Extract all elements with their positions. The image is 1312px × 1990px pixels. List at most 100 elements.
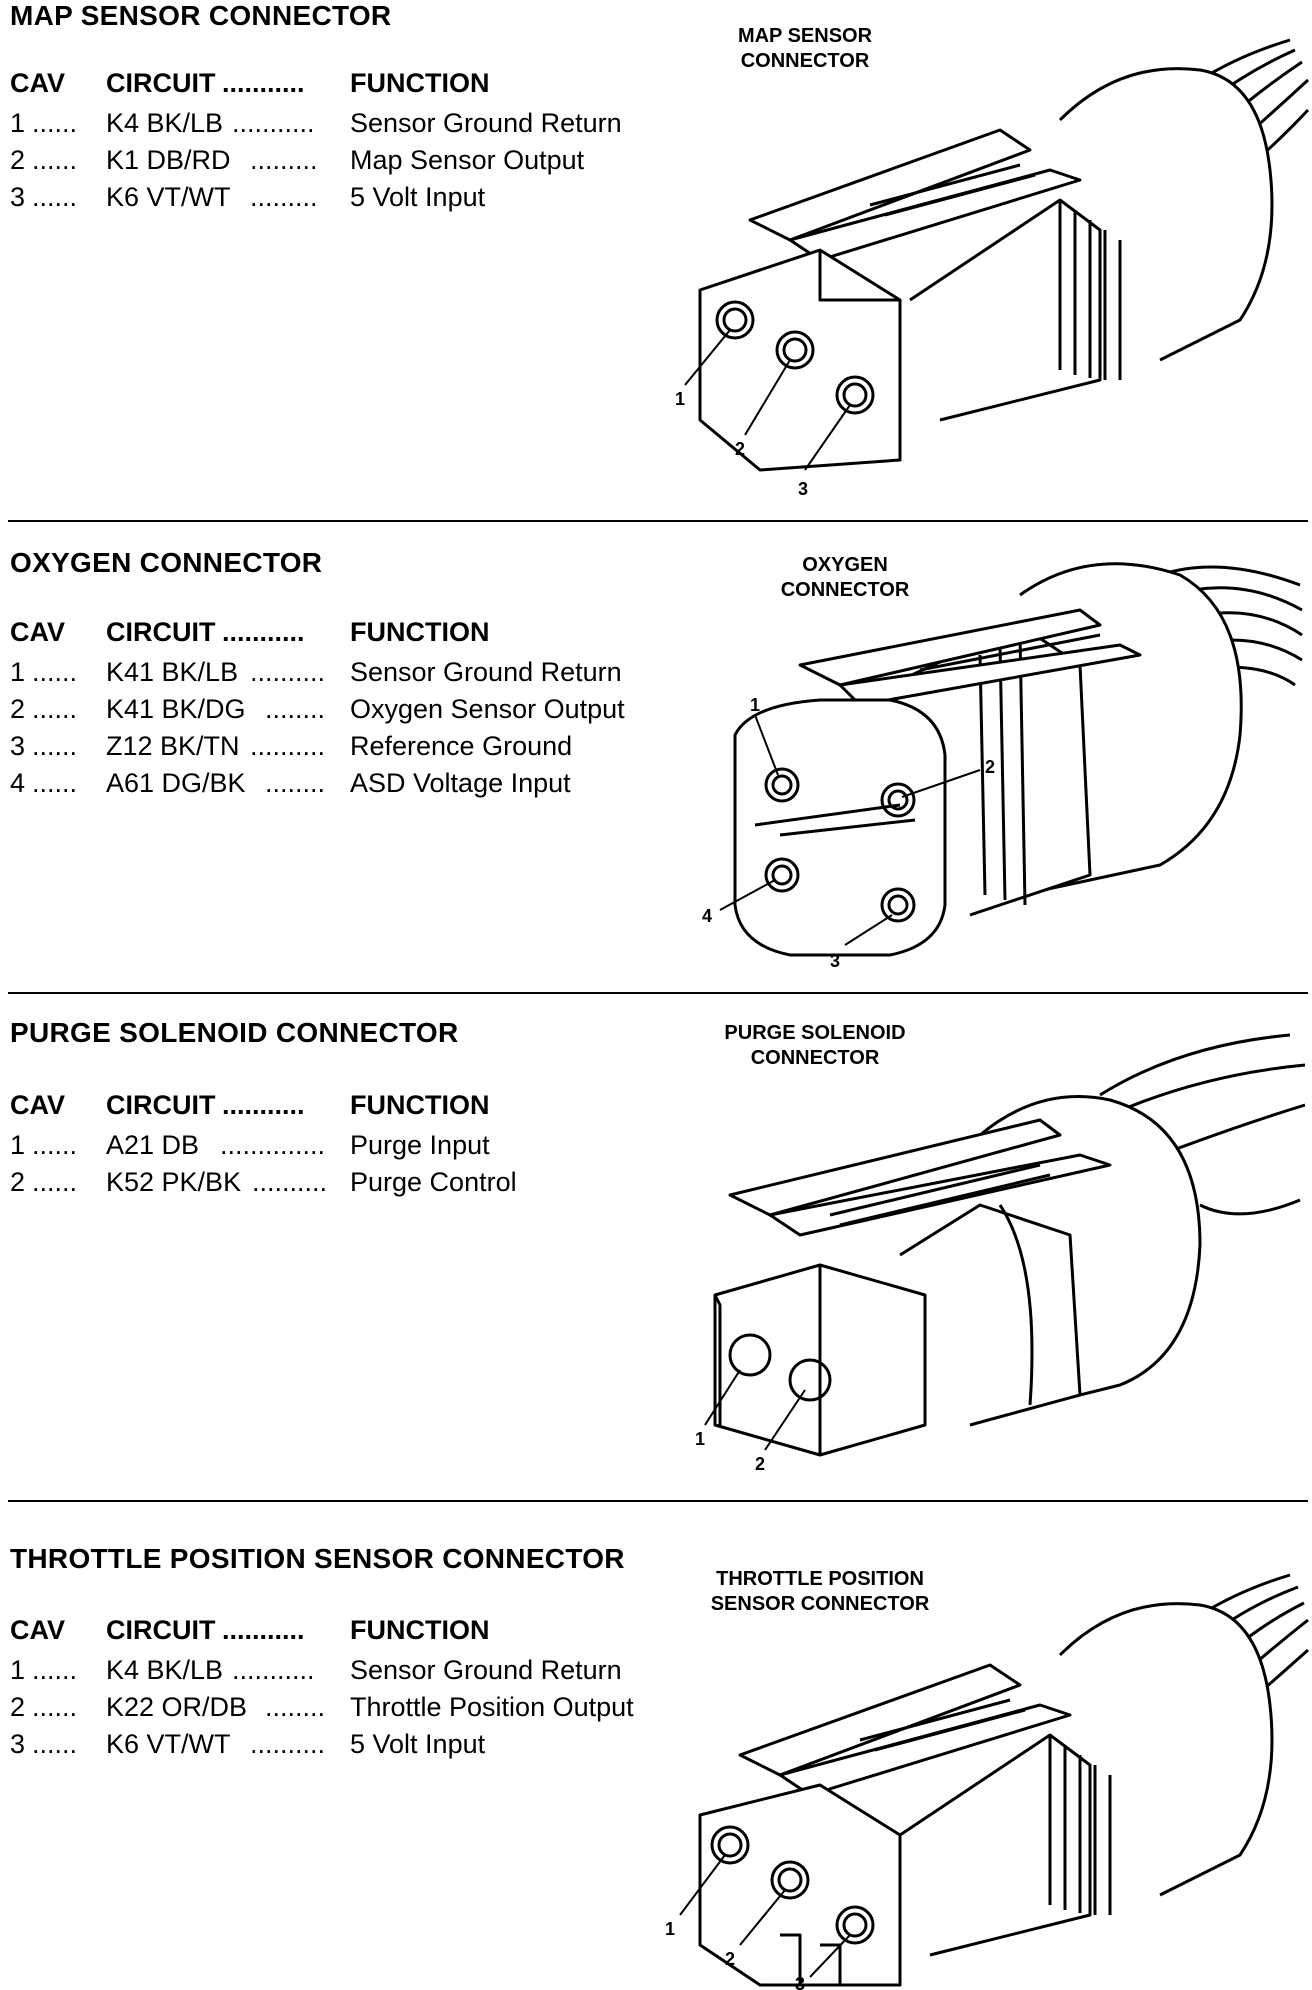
pin-leader xyxy=(764,1389,806,1451)
function-text: Purge Control xyxy=(350,1167,517,1197)
cavity-1 xyxy=(764,767,800,803)
leader-dots: ........... xyxy=(222,1090,305,1120)
function-text: Reference Ground xyxy=(350,731,573,761)
circuit-code: K41 BK/DG xyxy=(106,694,246,724)
section-divider xyxy=(8,520,1308,522)
leader-dots: ...... xyxy=(32,731,78,761)
oxygen-section: OXYGEN CONNECTOR CAV CIRCUIT ...........… xyxy=(0,535,1312,985)
leader-dots: ........... xyxy=(222,68,305,98)
circuit-code: A21 DB xyxy=(106,1130,200,1160)
leader-dots: ...... xyxy=(32,694,78,724)
cav-number: 3 xyxy=(10,182,26,212)
function-text: 5 Volt Input xyxy=(350,1729,486,1759)
function-text: Purge Input xyxy=(350,1130,490,1160)
function-text: 5 Volt Input xyxy=(350,182,486,212)
cav-number: 2 xyxy=(10,1692,26,1722)
pin-leader xyxy=(739,1889,786,1946)
cavity-1 xyxy=(710,1825,750,1865)
circuit-code: K4 BK/LB xyxy=(106,108,224,138)
connector-illustration: 1 2 3 4 xyxy=(702,562,1303,971)
leader-dots: ...... xyxy=(32,1655,78,1685)
map-sensor-connector-diagram: MAP SENSOR CONNECTOR xyxy=(640,0,1312,510)
cav-number: 1 xyxy=(10,1130,26,1160)
section-title: THROTTLE POSITION SENSOR CONNECTOR xyxy=(10,1543,625,1574)
leader-dots: ...... xyxy=(32,145,78,175)
leader-dots: ...... xyxy=(32,1729,78,1759)
header-function: FUNCTION xyxy=(350,68,490,98)
cavity-2 xyxy=(880,782,916,818)
circuit-code: K4 BK/LB xyxy=(106,1655,224,1685)
function-text: Throttle Position Output xyxy=(350,1692,634,1722)
pin-leader xyxy=(754,714,779,776)
cavity-1 xyxy=(715,300,755,340)
cavity-3 xyxy=(835,1905,875,1945)
section-divider xyxy=(8,992,1308,994)
leader-dots: ........... xyxy=(222,1615,305,1645)
circuit-code: K52 PK/BK xyxy=(106,1167,242,1197)
leader-dots: .......... xyxy=(252,1167,328,1197)
header-cav: CAV xyxy=(10,68,66,98)
pin-leader xyxy=(804,404,851,471)
header-circuit: CIRCUIT xyxy=(106,68,216,98)
leader-dots: ........ xyxy=(265,694,326,724)
pin-label: 2 xyxy=(725,1949,735,1969)
pin-label: 3 xyxy=(795,1974,805,1990)
wire xyxy=(1099,1033,1291,1097)
pin-leader xyxy=(684,329,731,386)
cav-number: 3 xyxy=(10,1729,26,1759)
section-title: OXYGEN CONNECTOR xyxy=(10,547,323,578)
locking-tab xyxy=(738,1663,1022,1777)
circuit-code: K1 DB/RD xyxy=(106,145,231,175)
header-function: FUNCTION xyxy=(350,1090,490,1120)
pin-label: 1 xyxy=(695,1429,705,1449)
leader-dots: ...... xyxy=(32,108,78,138)
cav-number: 2 xyxy=(10,1167,26,1197)
circuit-code: A61 DG/BK xyxy=(106,768,246,798)
header-cav: CAV xyxy=(10,1615,66,1645)
connector-body xyxy=(1058,1602,1274,1897)
circuit-code: K6 VT/WT xyxy=(106,182,231,212)
purge-solenoid-section: PURGE SOLENOID CONNECTOR CAV CIRCUIT ...… xyxy=(0,1005,1312,1495)
cav-number: 2 xyxy=(10,145,26,175)
leader-dots: ........... xyxy=(232,1655,315,1685)
leader-dots: ......... xyxy=(250,145,318,175)
cav-number: 1 xyxy=(10,108,26,138)
cavity-2 xyxy=(775,330,815,370)
cavity-3 xyxy=(880,887,916,923)
header-circuit: CIRCUIT xyxy=(106,617,216,647)
leader-dots: .......... xyxy=(250,657,326,687)
cavity-2 xyxy=(788,1358,832,1402)
pin-leader xyxy=(901,769,981,798)
locking-tab xyxy=(748,128,1032,242)
leader-dots: .......... xyxy=(250,731,326,761)
pin-label: 3 xyxy=(830,951,840,971)
function-text: Sensor Ground Return xyxy=(350,108,622,138)
header-circuit: CIRCUIT xyxy=(106,1615,216,1645)
circuit-code: Z12 BK/TN xyxy=(106,731,240,761)
pin-label: 1 xyxy=(750,695,760,715)
diagram-title: THROTTLE POSITION SENSOR CONNECTOR xyxy=(710,1568,930,1615)
section-divider xyxy=(8,1500,1308,1502)
connector-illustration: 1 2 3 xyxy=(665,1573,1309,1990)
throttle-position-section: THROTTLE POSITION SENSOR CONNECTOR CAV C… xyxy=(0,1515,1312,1990)
section-title: MAP SENSOR CONNECTOR xyxy=(10,0,392,31)
function-text: Oxygen Sensor Output xyxy=(350,694,625,724)
diagram-title: PURGE SOLENOID CONNECTOR xyxy=(724,1022,906,1069)
pin-label: 4 xyxy=(702,906,712,926)
leader-dots: ...... xyxy=(32,182,78,212)
function-text: Map Sensor Output xyxy=(350,145,585,175)
pin-label: 2 xyxy=(985,757,995,777)
cavity-3 xyxy=(835,375,875,415)
purge-solenoid-connector-diagram: PURGE SOLENOID CONNECTOR xyxy=(640,1005,1312,1495)
wire xyxy=(1159,1103,1306,1157)
cav-number: 2 xyxy=(10,694,26,724)
header-function: FUNCTION xyxy=(350,1615,490,1645)
pin-leader xyxy=(844,914,893,946)
pin-label: 2 xyxy=(755,1454,765,1474)
leader-dots: ......... xyxy=(250,182,318,212)
pin-label: 1 xyxy=(665,1919,675,1939)
connector-body xyxy=(1058,67,1274,362)
function-text: Sensor Ground Return xyxy=(350,1655,622,1685)
leader-dots: .............. xyxy=(220,1130,326,1160)
leader-dots: ...... xyxy=(32,1130,78,1160)
